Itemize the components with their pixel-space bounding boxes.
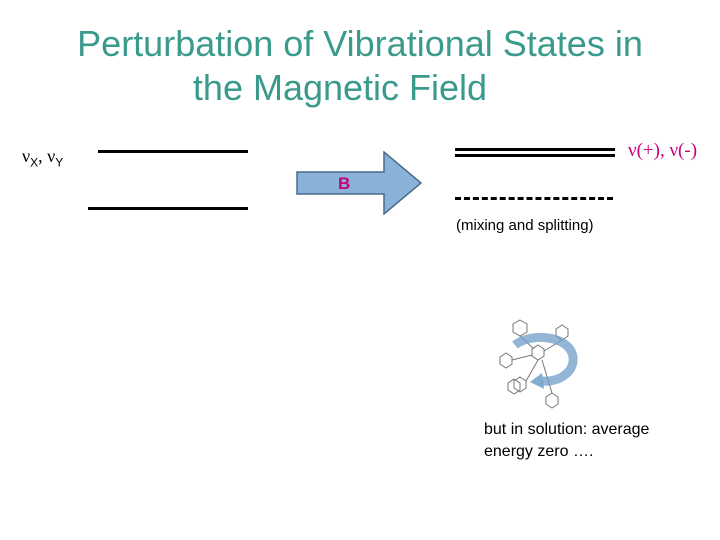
mixing-caption: (mixing and splitting) [456, 217, 594, 234]
split-lower-level-dashed [455, 197, 613, 200]
lower-degenerate-level [88, 207, 248, 210]
title-line-1: Perturbation of Vibrational States in [77, 23, 643, 64]
title-line-2: the Magnetic Field [192, 67, 488, 108]
split-states-label: ν(+), ν(-) [628, 140, 698, 161]
rotating-molecule-icon [490, 315, 590, 415]
upper-degenerate-level [98, 150, 248, 153]
solution-note: but in solution: average energy zero …. [484, 419, 649, 463]
degenerate-states-label: νX, νY [22, 146, 64, 170]
split-upper-levels [455, 148, 615, 157]
magnetic-field-arrow-icon [296, 150, 423, 216]
slide-title: Perturbation of Vibrational States in th… [0, 22, 720, 110]
magnetic-field-label: B [338, 174, 351, 193]
note-line-2: energy zero …. [484, 443, 594, 460]
note-line-1: but in solution: average [484, 421, 650, 438]
